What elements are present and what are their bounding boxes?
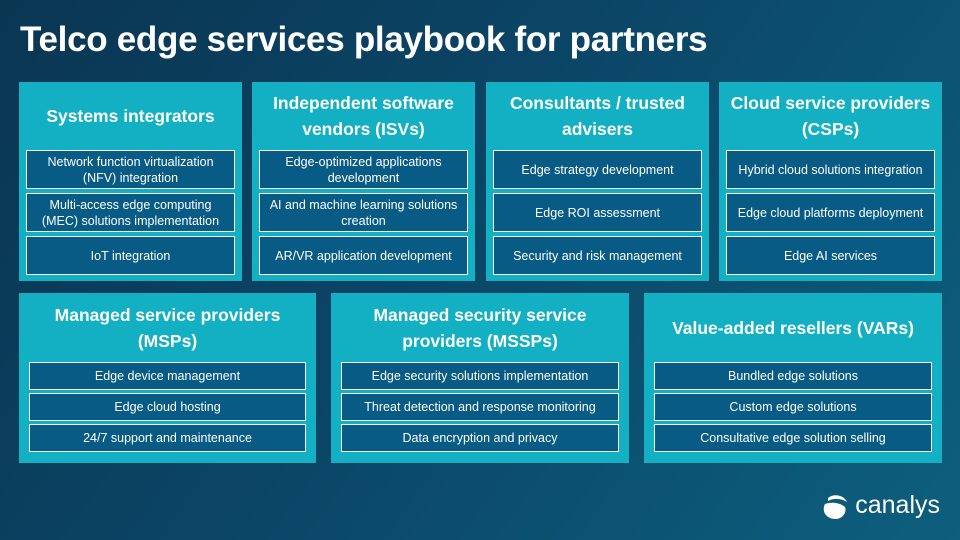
card-heading: Consultants / trusted advisers (509, 93, 685, 139)
service-item: Edge device management (29, 362, 306, 390)
page-title: Telco edge services playbook for partner… (20, 20, 708, 59)
card-heading: Managed service providers (MSPs) (54, 304, 281, 351)
service-item: Edge ROI assessment (493, 193, 702, 232)
partner-card: Managed security service providers (MSSP… (331, 293, 629, 463)
service-item: AI and machine learning solutions creati… (259, 193, 468, 232)
logo-text: canalys (855, 491, 940, 519)
card-heading: Value-added resellers (VARs) (672, 317, 914, 338)
canalys-logo: canalys (819, 491, 940, 520)
service-item: Custom edge solutions (654, 393, 932, 421)
partner-card: Cloud service providers (CSPs) Hybrid clo… (719, 82, 942, 281)
card-heading: Cloud service providers (CSPs) (730, 93, 931, 139)
card-heading: Independent software vendors (ISVs) (273, 93, 454, 139)
service-item: Consultative edge solution selling (654, 424, 932, 452)
service-item: Data encryption and privacy (341, 424, 619, 452)
service-item: Multi-access edge computing (MEC) soluti… (26, 193, 235, 232)
service-item: IoT integration (26, 236, 235, 275)
service-item: Edge strategy development (493, 150, 702, 189)
service-item: 24/7 support and maintenance (29, 424, 306, 452)
card-heading: Managed security service providers (MSSP… (373, 304, 587, 351)
partner-card: Independent software vendors (ISVs) Edge-… (252, 82, 475, 281)
partner-card: Value-added resellers (VARs) Bundled edge… (644, 293, 942, 463)
service-item: Edge security solutions implementation (341, 362, 619, 390)
service-item: Network function virtualization (NFV) in… (26, 150, 235, 189)
service-item: Edge-optimized applications development (259, 150, 468, 189)
partner-card: Managed service providers (MSPs) Edge dev… (19, 293, 316, 463)
service-item: Hybrid cloud solutions integration (726, 150, 935, 189)
canalys-logo-icon (823, 494, 848, 519)
service-item: Threat detection and response monitoring (341, 393, 619, 421)
service-item: Edge cloud platforms deployment (726, 193, 935, 232)
card-heading: Systems integrators (46, 106, 215, 126)
service-item: Security and risk management (493, 236, 702, 275)
service-item: Edge AI services (726, 236, 935, 275)
service-item: Bundled edge solutions (654, 362, 932, 390)
service-item: AR/VR application development (259, 236, 468, 275)
service-item: Edge cloud hosting (29, 393, 306, 421)
